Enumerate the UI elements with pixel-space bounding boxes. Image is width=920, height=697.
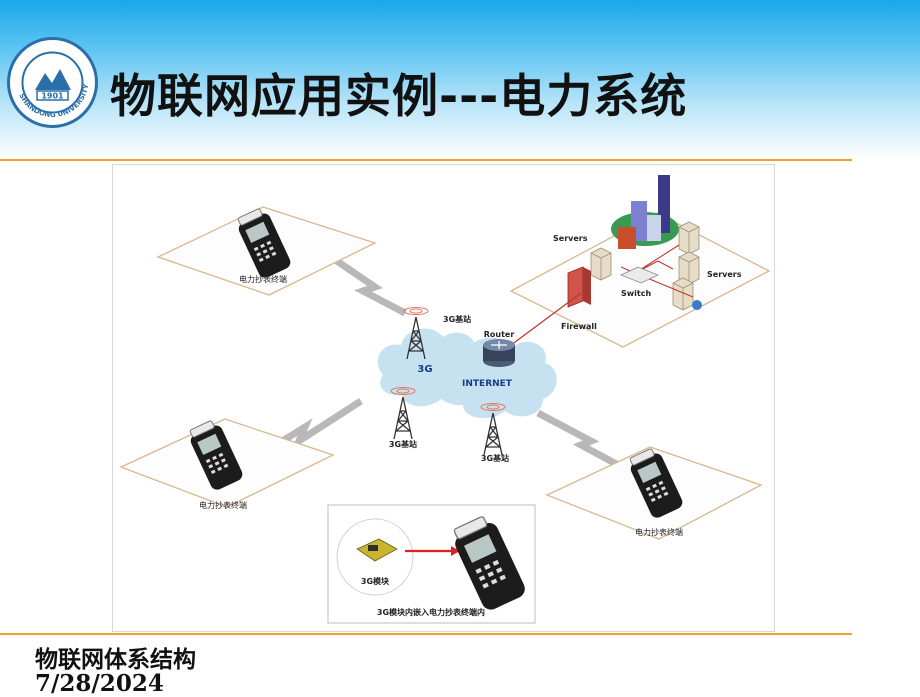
cloud-internet-label: INTERNET [462,379,513,389]
terminal-platform-bottom-right: 电力抄表终端 [545,446,763,540]
footer-date: 7/28/2024 [35,670,164,697]
university-logo: 1901 SHANDONG UNIVERSITY [7,37,98,128]
building [647,215,661,241]
cloud-internet: INTERNET [439,337,557,419]
top-divider [0,159,852,161]
servers-label-left: Servers [553,234,588,243]
firewall-side [583,267,591,305]
module-label: 3G模块 [361,576,390,586]
base-station-label-top: 3G基站 [443,314,471,324]
wireless-link-bottom-right [536,409,635,477]
building [618,227,636,249]
switch-device [619,266,660,284]
router-firewall-link [510,292,582,346]
bottom-divider [0,633,852,635]
slide-title: 物联网应用实例---电力系统 [110,69,688,123]
globe-icon [692,300,702,310]
terminal-label-bottom-right: 电力抄表终端 [635,527,683,537]
switch-label: Switch [621,289,651,298]
base-station-left: 3G基站 [389,386,417,449]
logo-year: 1901 [41,92,64,101]
wireless-link-top-left [326,252,407,317]
terminal-label-bottom-left: 电力抄表终端 [199,500,247,510]
datacenter-platform: Servers Servers Switch Firewall [509,175,771,348]
router-label: Router [484,330,515,339]
inset-caption: 3G模块内嵌入电力抄表终端内 [377,607,485,617]
terminal-label-top-left: 电力抄表终端 [239,274,287,284]
module-inset: 3G模块 3G模块内嵌入电力抄表终端内 [327,504,536,624]
base-station-right: 3G基站 [480,402,509,463]
base-station-label-right: 3G基站 [481,453,509,463]
firewall-label: Firewall [561,322,597,331]
power-system-diagram: 电力抄表终端 电力抄表终端 电力抄表终端 [112,164,775,632]
diagram-canvas: 电力抄表终端 电力抄表终端 电力抄表终端 [119,175,771,624]
cloud-3g-label: 3G [417,364,432,375]
base-station-label-left: 3G基站 [389,439,417,449]
footer-course-name: 物联网体系结构 [35,646,196,673]
router-device: Router [483,330,515,367]
terminal-platform-bottom-left: 电力抄表终端 [119,418,335,510]
slide-header [0,0,920,160]
terminal-platform-top-left: 电力抄表终端 [156,206,377,296]
servers-label-right: Servers [707,270,742,279]
base-station-top: 3G基站 [403,306,471,360]
